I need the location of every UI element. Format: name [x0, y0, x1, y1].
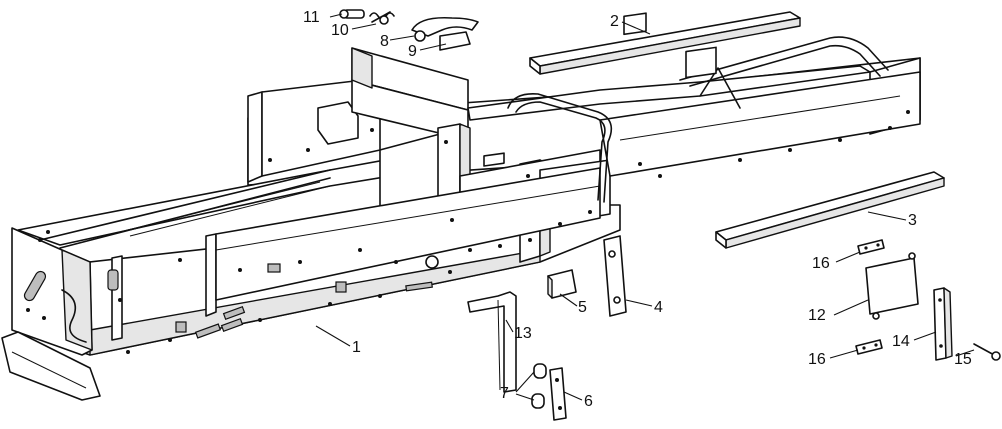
part-4-strap: [603, 235, 627, 317]
part-16-hinge-bottom: [855, 339, 883, 355]
callout-7: 7: [500, 385, 509, 402]
callout-4: 4: [654, 299, 663, 316]
callout-5: 5: [578, 299, 587, 316]
callout-6: 6: [584, 393, 593, 410]
part-6-plate: [549, 367, 567, 421]
part-14-angle-bracket: [933, 287, 953, 361]
callout-11: 11: [303, 9, 320, 26]
callout-12: 12: [808, 307, 826, 324]
callout-labels: 11 10 8 9 2 3 16 12 14 15 16 4 5 13 7 6 …: [303, 9, 972, 410]
part-1-main-frame: [1, 12, 921, 401]
callout-13: 13: [514, 325, 532, 342]
part-16-hinge-top: [857, 239, 885, 255]
part-13-bar: [467, 291, 517, 393]
callout-15: 15: [954, 351, 972, 368]
part-9-catch: [439, 31, 471, 51]
callout-1: 1: [352, 339, 361, 356]
part-11-pin: [339, 9, 365, 19]
part-3-channel-bar: [715, 171, 945, 249]
callout-14: 14: [892, 333, 910, 350]
callout-2: 2: [610, 13, 619, 30]
part-12-panel: [865, 252, 919, 320]
callout-3: 3: [908, 212, 917, 229]
part-7-bushings: [531, 363, 547, 409]
part-5-bracket: [547, 269, 577, 299]
callout-16-top: 16: [812, 255, 830, 272]
leader-lines: [315, 13, 975, 401]
part-10-spring: [369, 11, 395, 25]
callout-9: 9: [408, 43, 417, 60]
part-2-rail-channel: [529, 11, 801, 75]
part-8-latch: [411, 16, 479, 42]
callout-8: 8: [380, 33, 389, 50]
callout-16-bottom: 16: [808, 351, 826, 368]
part-15-bolt: [973, 343, 1001, 361]
callout-10: 10: [331, 22, 349, 39]
